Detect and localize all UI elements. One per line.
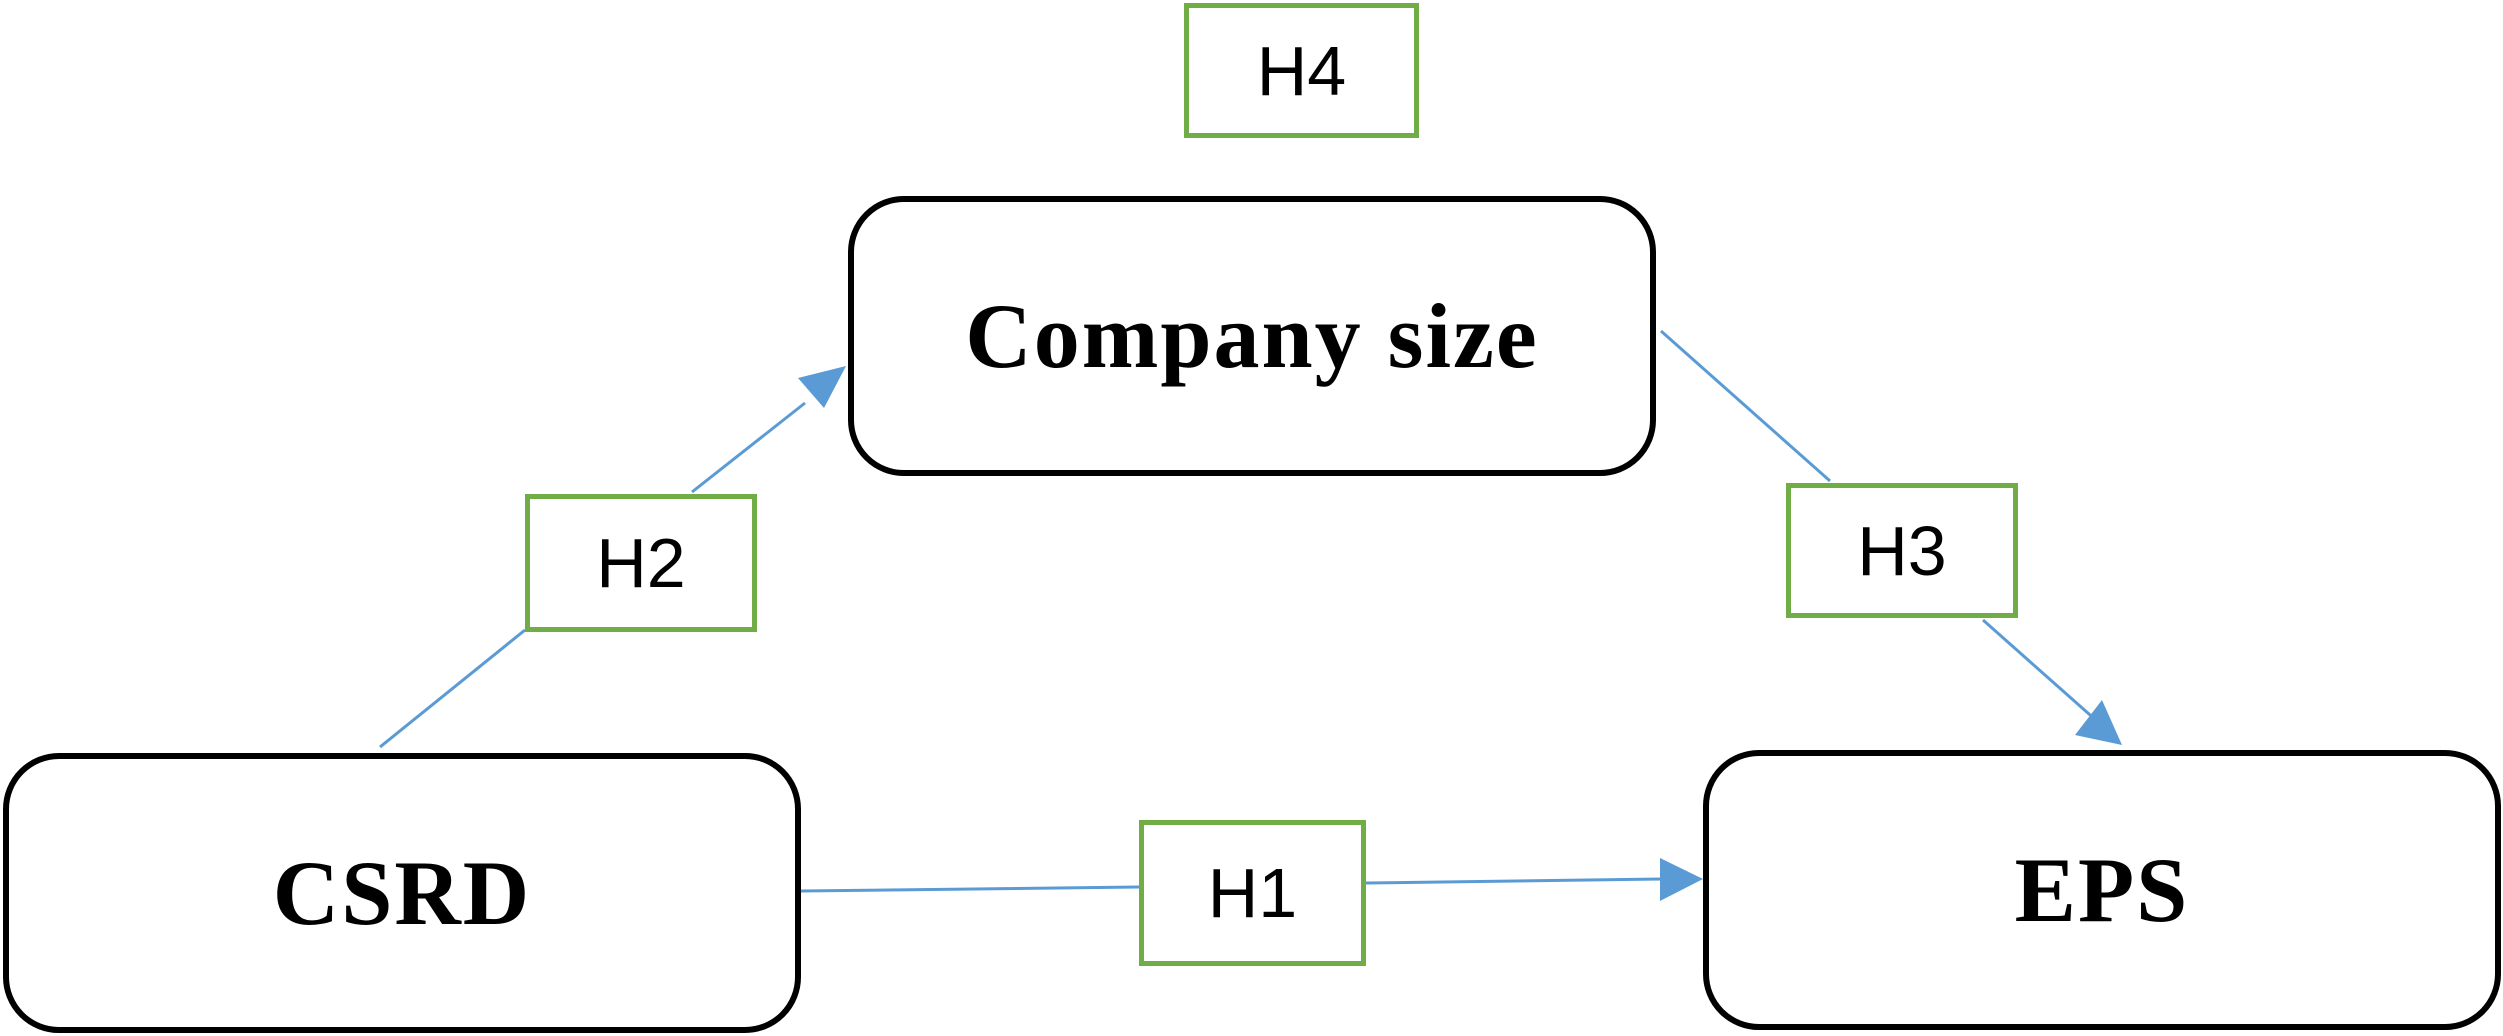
hypothesis-h2-label: H2 (596, 524, 686, 602)
arrow-company-size-to-eps-head-segment (1982, 618, 2099, 724)
hypothesis-h1-box: H1 (1139, 820, 1366, 966)
arrow-company-size-to-eps (1660, 329, 1831, 483)
arrow-csrd-to-eps-head-segment (1365, 877, 1666, 885)
arrowhead-eps-left (1660, 858, 1703, 901)
csrd-node: CSRD (3, 753, 801, 1033)
company-size-label: Company size (965, 285, 1539, 387)
arrow-csrd-to-company-size-head-segment (691, 401, 806, 494)
hypothesis-h4-label: H4 (1256, 31, 1347, 110)
company-size-node: Company size (848, 196, 1656, 476)
hypothesis-h4-box: H4 (1184, 3, 1419, 138)
eps-label: EPS (2014, 839, 2190, 941)
hypothesis-h3-box: H3 (1786, 483, 2018, 618)
hypothesis-h1-label: H1 (1207, 854, 1298, 932)
arrow-csrd-to-eps (800, 885, 1140, 893)
arrow-csrd-to-company-size (379, 628, 526, 749)
hypothesis-h3-label: H3 (1857, 511, 1947, 590)
eps-node: EPS (1703, 750, 2501, 1030)
arrowhead-company-size (798, 366, 846, 408)
arrowhead-eps-top (2075, 700, 2122, 745)
hypothesis-h2-box: H2 (525, 494, 757, 632)
csrd-label: CSRD (272, 842, 532, 944)
